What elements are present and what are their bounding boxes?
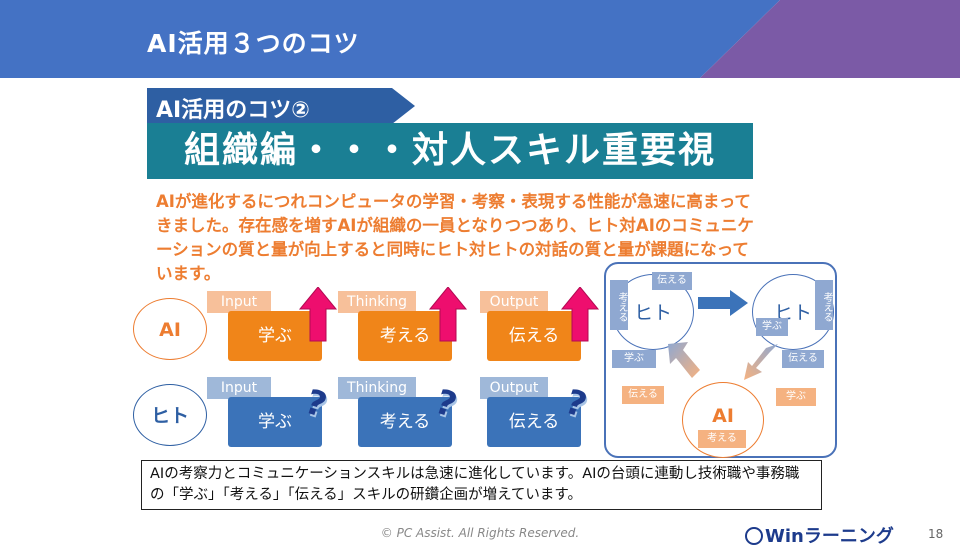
logo-icon [745, 527, 763, 545]
diagram-bottom-learn: 学ぶ [776, 388, 816, 406]
tip-tag-shape [147, 88, 415, 124]
diagram-bottom-tell: 伝える [622, 386, 664, 404]
ai-learn-box: 学ぶ [228, 311, 322, 361]
role-hito-circle: ヒト [133, 384, 207, 446]
main-heading: 組織編・・・対人スキル重要視 [183, 130, 716, 171]
diagram-ai-think: 考える [698, 430, 746, 448]
intro-text: AIが進化するにつれコンピュータの学習・考察・表現する性能が急速に高まってきまし… [156, 192, 754, 283]
hito-think-box: 考える [358, 397, 452, 447]
hito-tell-box: 伝える [487, 397, 581, 447]
question-mark-icon: ? [300, 381, 332, 427]
ai-output-tag: Output [480, 291, 548, 313]
diagram-right-tell: 伝える [782, 350, 824, 368]
up-arrow-icon [298, 287, 338, 342]
diagonal-arrow-icon [744, 344, 778, 380]
page-number: 18 [928, 527, 944, 541]
ai-think-box: 考える [358, 311, 452, 361]
summary-note: AIの考察力とコミュニケーションスキルは急速に進化しています。AIの台頭に連動し… [141, 460, 822, 510]
tip-label: AI活用のコツ② [156, 98, 310, 123]
communication-diagram: ヒト ヒト AI 考える 伝える 考える 学ぶ 学ぶ 伝える 伝える 学ぶ 考え… [604, 262, 837, 458]
up-arrow-icon [428, 287, 468, 342]
ai-thinking-tag: Thinking [338, 291, 416, 313]
up-arrow-icon [560, 287, 600, 342]
question-mark-icon: ? [430, 381, 462, 427]
diagram-right-learn: 学ぶ [756, 318, 788, 336]
hito-learn-box: 学ぶ [228, 397, 322, 447]
hito-thinking-tag: Thinking [338, 377, 416, 399]
diagram-top-tell: 伝える [652, 272, 692, 290]
role-ai-circle: AI [133, 298, 207, 360]
copyright: © PC Assist. All Rights Reserved. [380, 526, 580, 540]
win-learning-logo: Winラーニング [745, 522, 894, 548]
diagram-left-think: 考える [610, 280, 628, 330]
question-mark-icon: ? [560, 381, 592, 427]
logo-text: Winラーニング [765, 526, 894, 547]
diagram-right-think: 考える [815, 280, 833, 330]
hito-input-tag: Input [207, 377, 271, 399]
ai-input-tag: Input [207, 291, 271, 313]
right-arrow-icon [698, 290, 748, 316]
hito-output-tag: Output [480, 377, 548, 399]
ai-tell-box: 伝える [487, 311, 581, 361]
diagonal-arrow-icon [668, 342, 700, 378]
diagram-left-learn: 学ぶ [612, 350, 656, 368]
header-bar [0, 0, 960, 78]
title-bar [147, 123, 753, 179]
slide-title: AI活用３つのコツ [147, 29, 360, 58]
